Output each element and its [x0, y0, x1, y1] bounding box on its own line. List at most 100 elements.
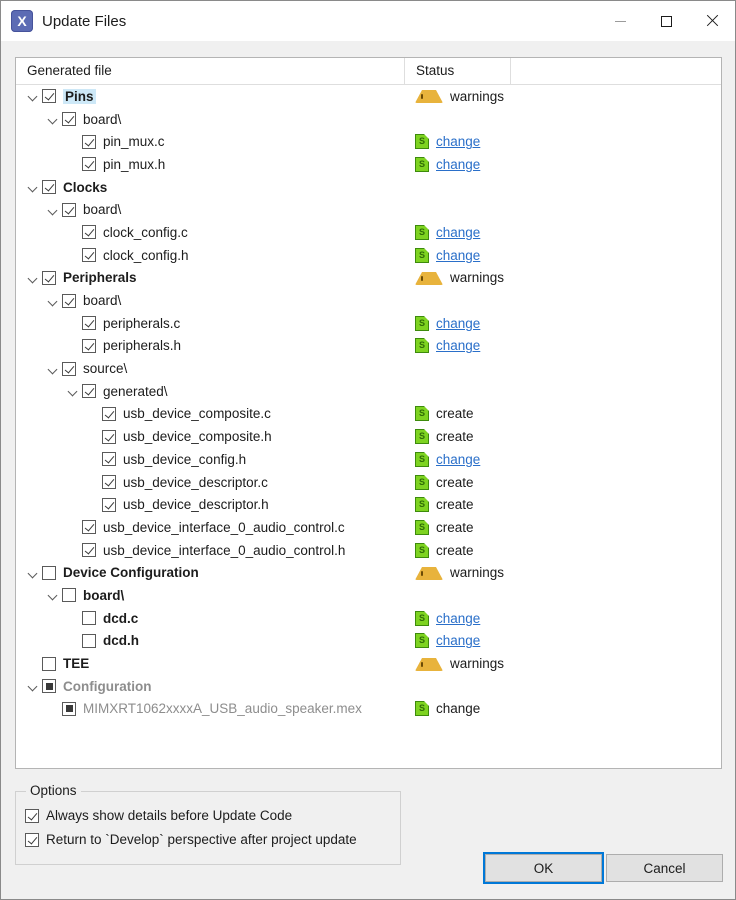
tree-row-checkbox[interactable] [102, 475, 116, 490]
option-always-show-details[interactable]: Always show details before Update Code [25, 808, 292, 823]
tree-row[interactable]: usb_device_interface_0_audio_control.hcr… [16, 539, 721, 562]
option-always-show-details-checkbox[interactable] [25, 808, 39, 823]
app-logo-letter: X [17, 13, 27, 29]
document-icon [415, 224, 429, 240]
maximize-button[interactable] [643, 1, 689, 41]
tree-row[interactable]: peripherals.cchange [16, 312, 721, 335]
tree-row[interactable]: pin_mux.cchange [16, 130, 721, 153]
chevron-down-icon[interactable] [65, 383, 81, 399]
tree-row[interactable]: Configuration [16, 675, 721, 698]
minimize-button[interactable] [597, 1, 643, 41]
status-change-link[interactable]: change [436, 315, 481, 331]
tree-row[interactable]: usb_device_descriptor.ccreate [16, 471, 721, 494]
tree-row-checkbox[interactable] [42, 656, 56, 671]
tree-row-checkbox[interactable] [102, 406, 116, 421]
tree-row[interactable]: clock_config.h change [16, 244, 721, 267]
tree-row[interactable]: usb_device_composite.ccreate [16, 403, 721, 426]
tree-row-checkbox[interactable] [82, 338, 96, 353]
status-change-link[interactable]: change [436, 247, 481, 263]
tree-row[interactable]: peripherals.hchange [16, 335, 721, 358]
tree-row[interactable]: board\ [16, 289, 721, 312]
chevron-down-icon[interactable] [45, 587, 61, 603]
tree-row-checkbox[interactable] [82, 384, 96, 399]
chevron-down-icon[interactable] [45, 293, 61, 309]
tree-row-checkbox[interactable] [82, 633, 96, 648]
tree-row[interactable]: Clocks [16, 176, 721, 199]
chevron-down-icon[interactable] [25, 270, 41, 286]
tree-row-checkbox[interactable] [62, 202, 76, 217]
tree-row-checkbox[interactable] [102, 497, 116, 512]
tree-row-checkbox[interactable] [82, 520, 96, 535]
tree-row[interactable]: usb_device_composite.hcreate [16, 425, 721, 448]
tree-row-checkbox[interactable] [82, 316, 96, 331]
tree-row-checkbox[interactable] [42, 89, 56, 104]
tree-row-checkbox[interactable] [42, 180, 56, 195]
tree-row[interactable]: MIMXRT1062xxxxA_USB_audio_speaker.mexcha… [16, 698, 721, 721]
tree-row-label: Peripherals [63, 270, 137, 286]
tree-row[interactable]: dcd.hchange [16, 630, 721, 653]
tree-row[interactable]: board\ [16, 108, 721, 131]
column-divider-1[interactable] [404, 58, 405, 84]
tree-row-checkbox[interactable] [82, 248, 96, 263]
option-return-to-develop[interactable]: Return to `Develop` perspective after pr… [25, 832, 357, 847]
tree-row[interactable]: dcd.cchange [16, 607, 721, 630]
status-change-link[interactable]: change [436, 338, 481, 354]
chevron-down-icon[interactable] [25, 678, 41, 694]
status-change-link[interactable]: change [436, 156, 481, 172]
chevron-down-icon[interactable] [25, 88, 41, 104]
tree-row[interactable]: board\ [16, 198, 721, 221]
tree-row[interactable]: usb_device_descriptor.hcreate [16, 493, 721, 516]
tree-row-status-cell: change [415, 630, 480, 653]
tree-row-checkbox[interactable] [102, 452, 116, 467]
tree-row-checkbox[interactable] [82, 134, 96, 149]
tree-row-label: board\ [83, 111, 122, 127]
tree-row[interactable]: usb_device_interface_0_audio_control.ccr… [16, 516, 721, 539]
column-divider-2[interactable] [510, 58, 511, 84]
status-change-link[interactable]: change [436, 451, 481, 467]
tree-row[interactable]: clock_config.cchange [16, 221, 721, 244]
status-text: warnings [450, 88, 505, 104]
tree-row[interactable]: board\ [16, 584, 721, 607]
chevron-down-icon[interactable] [45, 111, 61, 127]
tree-row-checkbox[interactable] [42, 565, 56, 580]
status-change-link[interactable]: change [436, 134, 481, 150]
tree-row-checkbox[interactable] [42, 270, 56, 285]
chevron-down-icon[interactable] [45, 202, 61, 218]
document-icon [415, 451, 429, 467]
close-button[interactable] [689, 1, 735, 41]
tree-row-checkbox[interactable] [62, 293, 76, 308]
tree-row-name-cell: clock_config.h [65, 244, 189, 267]
tree-row-checkbox[interactable] [82, 157, 96, 172]
tree-row-checkbox[interactable] [82, 543, 96, 558]
status-change-link[interactable]: change [436, 633, 481, 649]
tree-row-checkbox[interactable] [102, 429, 116, 444]
tree-row-checkbox[interactable] [62, 112, 76, 127]
tree-row[interactable]: Pins warnings [16, 85, 721, 108]
status-change-link[interactable]: change [436, 610, 481, 626]
option-return-to-develop-checkbox[interactable] [25, 832, 39, 847]
document-icon [415, 542, 429, 558]
tree-row-checkbox[interactable] [62, 361, 76, 376]
column-header-generated-file[interactable]: Generated file [27, 63, 112, 78]
tree-row-checkbox[interactable] [82, 611, 96, 626]
tree-row-checkbox[interactable] [62, 588, 76, 603]
tree-row-name-cell: Pins [25, 85, 96, 108]
ok-button[interactable]: OK [483, 852, 604, 884]
tree-row-name-cell: Device Configuration [25, 561, 199, 584]
tree-row-label: MIMXRT1062xxxxA_USB_audio_speaker.mex [83, 701, 362, 717]
chevron-down-icon[interactable] [25, 179, 41, 195]
tree-row[interactable]: generated\ [16, 380, 721, 403]
tree-row[interactable]: source\ [16, 357, 721, 380]
tree-row-status-cell: change [415, 130, 480, 153]
chevron-down-icon[interactable] [45, 361, 61, 377]
tree-row-checkbox[interactable] [82, 225, 96, 240]
column-header-status[interactable]: Status [416, 63, 455, 78]
status-change-link[interactable]: change [436, 224, 481, 240]
cancel-button[interactable]: Cancel [606, 854, 723, 882]
chevron-down-icon[interactable] [25, 565, 41, 581]
tree-row[interactable]: usb_device_config.hchange [16, 448, 721, 471]
tree-row[interactable]: pin_mux.hchange [16, 153, 721, 176]
